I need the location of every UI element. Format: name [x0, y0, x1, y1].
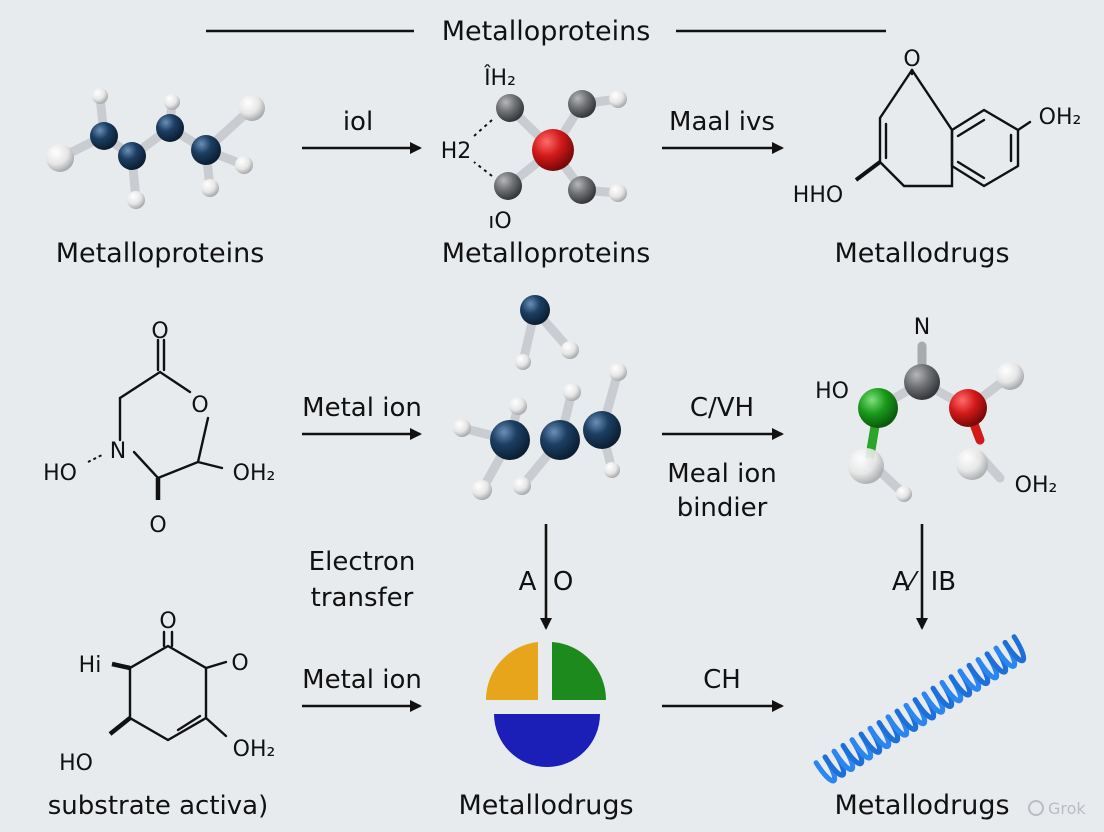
molecule-3d-cluster-center — [453, 295, 627, 500]
arrow-row2-1-label: Metal ion — [302, 393, 422, 423]
chem-left-oh2: OH₂ — [233, 461, 276, 486]
chem-quinone-ho: HO — [59, 751, 93, 776]
arrow-down-center-label: A O — [519, 567, 574, 597]
structure-ring-left — [87, 338, 224, 500]
chem-quinone-hi: Hi — [79, 653, 102, 678]
chem-right-ho: HO — [815, 379, 849, 404]
label-row3-right: Metallodrugs — [834, 790, 1009, 821]
chem-quinone-o-top: O — [159, 609, 176, 634]
molecule-3d-metal-center-top — [473, 90, 627, 204]
watermark-icon — [1028, 800, 1044, 816]
watermark: Grok — [1028, 799, 1086, 818]
label-transfer: transfer — [311, 583, 414, 613]
page-title: Metalloproteins — [442, 16, 651, 47]
chem-left-ho: HO — [43, 461, 77, 486]
helix-turn — [1002, 634, 1027, 664]
protein-helix-right — [813, 634, 1027, 784]
chem-left-n: N — [110, 439, 126, 464]
label-row3-center: Metallodrugs — [458, 790, 633, 821]
arrow-row3-1-label: Metal ion — [302, 665, 422, 695]
chem-center-top: ÎH₂ — [483, 65, 516, 91]
arrow-row1-2-label: Maal ivs — [669, 107, 775, 137]
chem-left-o-bottom: O — [149, 513, 166, 538]
watermark-text: Grok — [1048, 799, 1086, 818]
label-electron: Electron — [309, 547, 416, 577]
arrow-row1-1-label: iol — [343, 107, 373, 137]
arrow-row2-2-label-top: C/VH — [690, 393, 754, 423]
structure-naphthol-top-right — [854, 68, 1032, 188]
structure-quinone-left — [108, 630, 228, 742]
arrow-row2-2-label-line1: Meal ion — [667, 459, 776, 489]
chem-right-n: N — [914, 315, 930, 340]
chem-right-oh2: OH₂ — [1015, 473, 1058, 498]
chem-right-o: O — [903, 47, 920, 72]
chem-quinone-oh2: OH₂ — [233, 737, 276, 762]
chem-quinone-o-right: O — [231, 651, 248, 676]
chem-left-o-top: O — [151, 319, 168, 344]
molecule-3d-green-red-right — [848, 341, 1024, 502]
arrow-row2-2-label-line2: bindier — [677, 493, 768, 523]
label-row3-left: substrate activa) — [48, 791, 268, 821]
chem-center-left: H2 — [441, 139, 472, 164]
chem-right-hho: HHO — [793, 183, 843, 208]
segmented-disc-center — [485, 642, 607, 767]
chem-right-oh2: OH₂ — [1039, 105, 1082, 130]
chem-center-bottom: ıO — [488, 209, 511, 234]
chem-left-o-ring: O — [191, 393, 208, 418]
label-row1-right: Metallodrugs — [834, 238, 1009, 269]
label-row1-left: Metalloproteins — [56, 238, 265, 269]
molecule-3d-chain-top-left — [46, 88, 265, 209]
arrow-down-right-label: A⁄ IB — [892, 567, 956, 597]
label-row1-center: Metalloproteins — [442, 238, 651, 269]
arrow-row3-2-label: CH — [703, 665, 741, 695]
